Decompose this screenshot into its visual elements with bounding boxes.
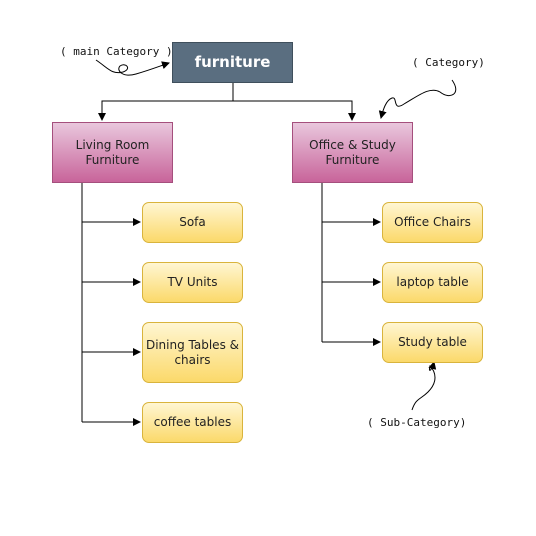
annotation-main-category: ( main Category ) (60, 45, 173, 58)
annotation-category: ( Category) (412, 56, 485, 69)
annotation-sub-category: ( Sub-Category) (367, 416, 467, 429)
category-node-living-room: Living Room Furniture (52, 122, 173, 183)
subcategory-node-office-chairs: Office Chairs (382, 202, 483, 243)
curly-arrow-category (378, 79, 457, 119)
category-node-office-study: Office & Study Furniture (292, 122, 413, 183)
connector-root-to-living (98, 83, 234, 121)
curly-arrow-sub-category (411, 361, 437, 411)
root-node-furniture: furniture (172, 42, 293, 83)
curly-arrow-main-category (95, 59, 170, 76)
subcategory-node-dining-tables: Dining Tables & chairs (142, 322, 243, 383)
subcategory-node-coffee-tables: coffee tables (142, 402, 243, 443)
subcategory-node-study-table: Study table (382, 322, 483, 363)
subcategory-node-sofa: Sofa (142, 202, 243, 243)
subcategory-node-tv-units: TV Units (142, 262, 243, 303)
subcategory-node-laptop-table: laptop table (382, 262, 483, 303)
connector-root-to-office (233, 100, 356, 121)
